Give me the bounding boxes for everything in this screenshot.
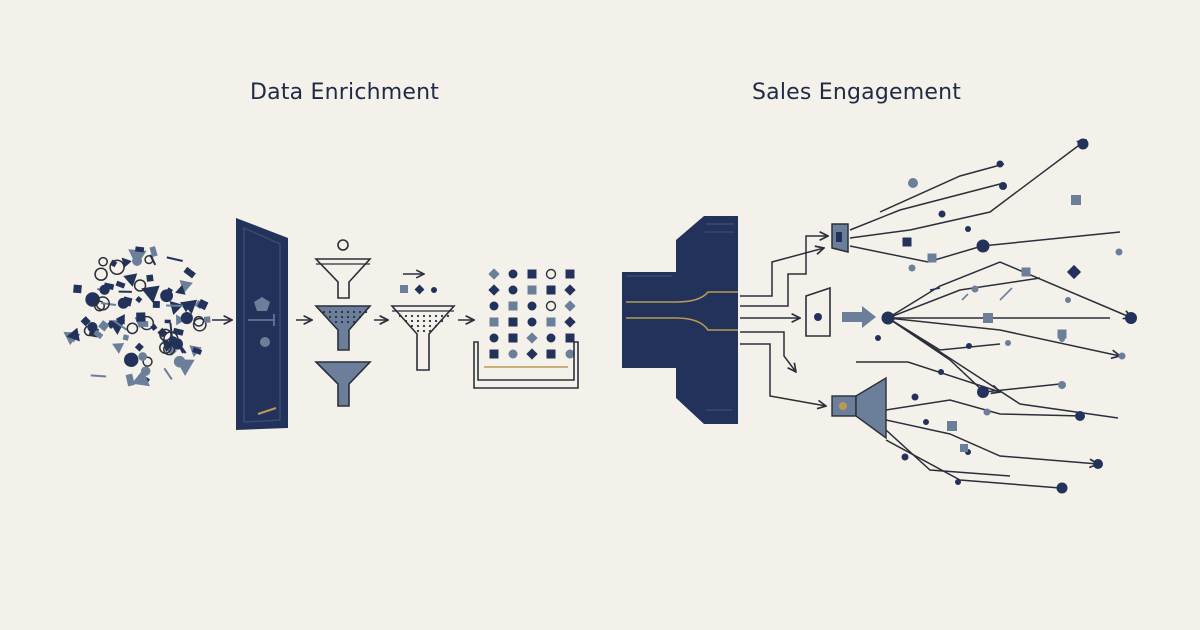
network-node <box>966 343 972 349</box>
network-dash <box>961 293 969 301</box>
network-link <box>740 248 824 297</box>
network-link <box>887 317 1061 393</box>
network-node <box>1058 381 1066 389</box>
network-dash <box>999 287 1013 301</box>
network-square <box>927 253 937 263</box>
network-node <box>1118 352 1126 360</box>
network-node <box>881 311 895 325</box>
network-node <box>1115 248 1123 256</box>
network-link <box>885 419 1098 464</box>
output-node-icon <box>805 223 887 440</box>
network-node <box>999 182 1007 190</box>
network-link <box>885 429 1011 477</box>
network-node <box>1125 312 1137 324</box>
network-node <box>1065 297 1071 303</box>
network-link <box>740 331 796 372</box>
network-dash <box>929 287 941 291</box>
network-link <box>887 317 1119 419</box>
sieve-funnel-icon <box>390 274 456 371</box>
network-square <box>983 313 993 323</box>
network-node <box>908 178 918 188</box>
network-node <box>938 210 946 218</box>
network-node <box>938 369 944 375</box>
network-node <box>875 335 881 341</box>
raw-data-cluster-icon <box>63 246 211 387</box>
router-block-icon <box>622 216 738 424</box>
network-node <box>976 239 990 253</box>
data-enrichment-title: Data Enrichment <box>250 80 440 105</box>
network-link <box>879 163 1005 213</box>
network-link <box>849 231 1121 263</box>
gate-panel-icon <box>236 218 288 430</box>
network-node <box>911 393 919 401</box>
network-square <box>960 444 968 452</box>
network-link <box>885 439 1061 489</box>
network-link <box>849 140 1086 239</box>
network-node <box>1093 459 1103 469</box>
network-square <box>1057 329 1067 339</box>
network-link <box>887 277 1041 319</box>
network-link <box>849 183 1001 231</box>
network-square <box>947 421 957 431</box>
network-square <box>1071 195 1081 205</box>
network-node <box>1077 138 1089 150</box>
fan-out-network <box>740 138 1137 494</box>
network-node <box>908 264 916 272</box>
network-square <box>1021 267 1031 277</box>
network-link <box>887 317 1120 356</box>
network-node <box>1005 340 1011 346</box>
network-link <box>856 361 1000 392</box>
network-node <box>983 408 991 416</box>
network-link <box>740 236 828 307</box>
network-node <box>923 419 929 425</box>
funnel-icon <box>314 239 372 407</box>
network-node <box>965 226 971 232</box>
network-node <box>971 285 979 293</box>
network-node <box>955 479 961 485</box>
network-link <box>887 261 1132 318</box>
network-square <box>1066 264 1082 280</box>
network-node <box>977 386 989 398</box>
network-node <box>901 453 909 461</box>
network-node <box>1056 482 1068 494</box>
network-square <box>902 237 912 247</box>
network-node <box>1075 411 1085 421</box>
sorted-tray-icon <box>473 268 579 389</box>
sales-engagement-title: Sales Engagement <box>752 80 962 105</box>
network-link <box>885 399 1083 417</box>
network-link <box>740 343 826 406</box>
network-node <box>996 160 1004 168</box>
